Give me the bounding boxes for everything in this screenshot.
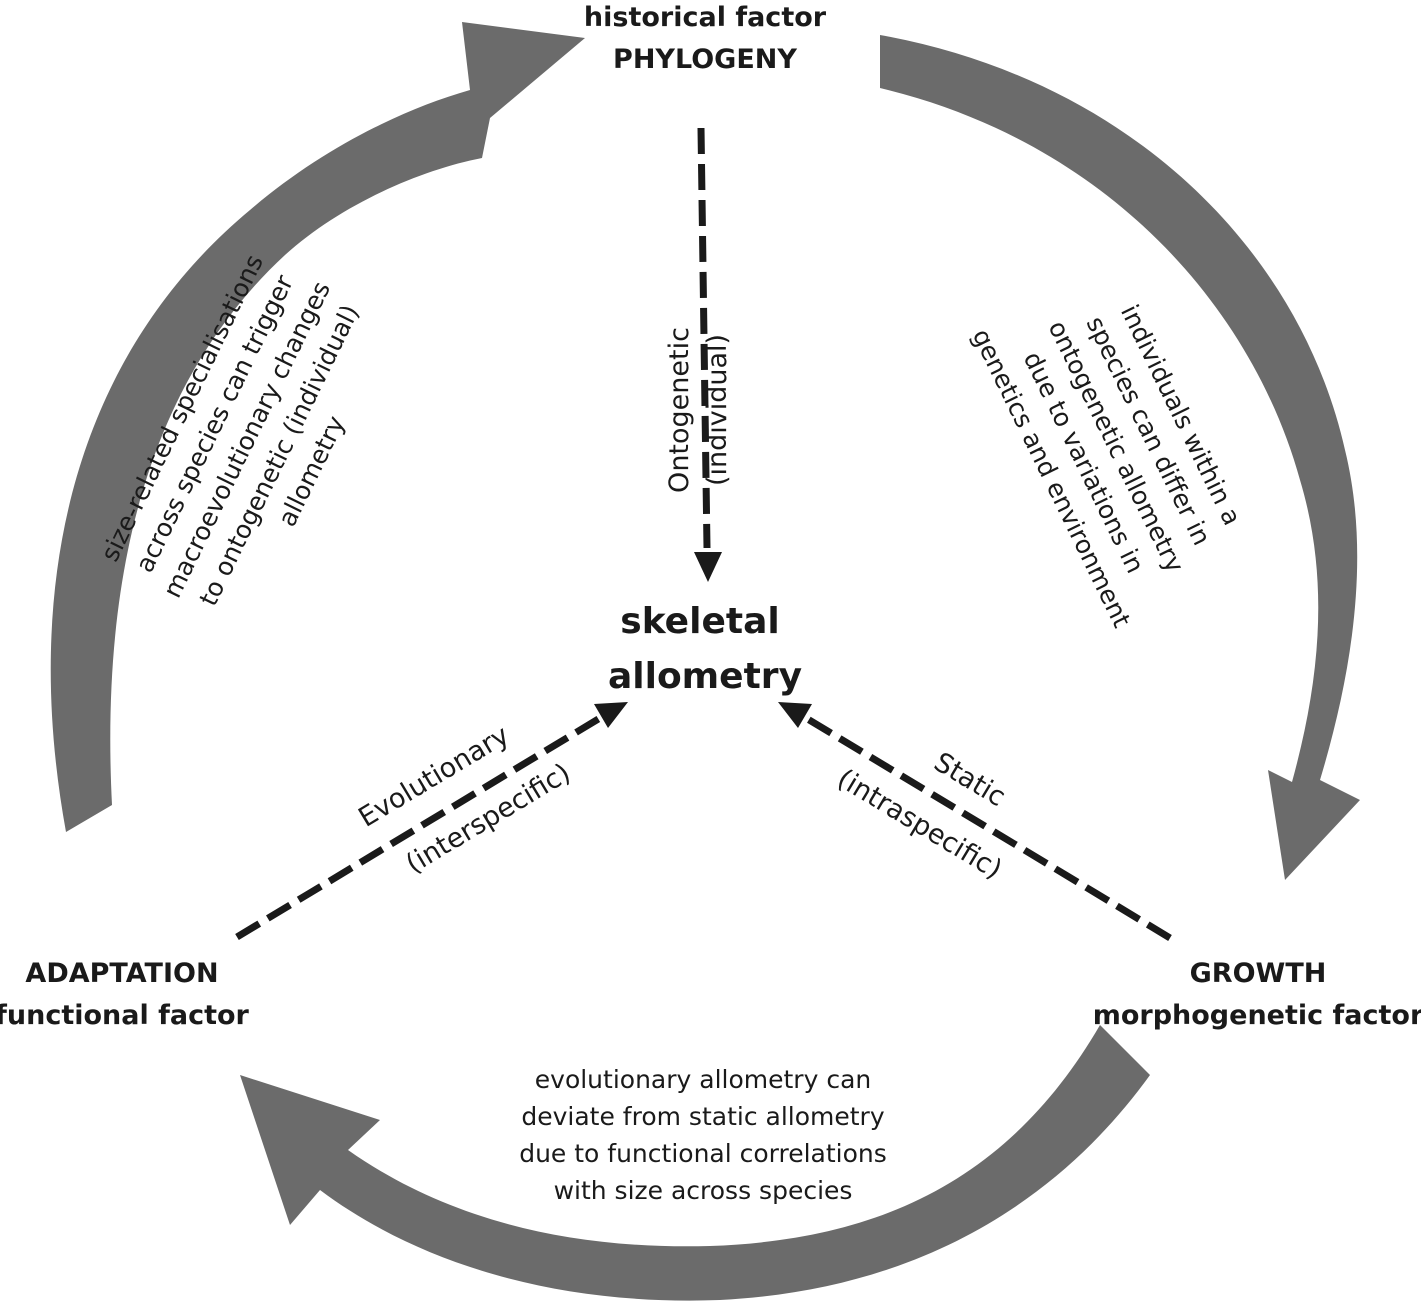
label-ontogenetic-line1: Ontogenetic	[664, 327, 695, 493]
node-center-line1: skeletal	[620, 601, 779, 642]
node-center-line2: allometry	[608, 656, 802, 697]
arrowhead-ontogenetic	[694, 552, 722, 582]
note-bottom-line4: with size across species	[554, 1176, 853, 1205]
cycle-arrow-phylogeny-to-growth	[880, 35, 1360, 880]
node-growth-line2: morphogenetic factor	[1093, 1000, 1421, 1031]
node-phylogeny-line1: historical factor	[584, 2, 827, 33]
cycle-arrow-growth-to-adaptation	[240, 1025, 1150, 1301]
note-bottom-line2: deviate from static allometry	[521, 1102, 884, 1131]
arrowhead-static	[778, 702, 812, 728]
node-adaptation: ADAPTATION functional factor	[0, 958, 250, 1031]
node-adaptation-line1: ADAPTATION	[25, 958, 218, 989]
node-phylogeny-line2: PHYLOGENY	[613, 44, 797, 75]
note-bottom-line3: due to functional correlations	[519, 1139, 887, 1168]
label-ontogenetic-line2: (individual)	[702, 334, 733, 486]
label-ontogenetic: Ontogenetic (individual)	[664, 327, 733, 493]
dashed-arrow-evolutionary	[235, 715, 602, 940]
dashed-arrow-static	[804, 715, 1172, 941]
node-skeletal-allometry: skeletal allometry	[608, 601, 802, 697]
node-phylogeny: historical factor PHYLOGENY	[584, 2, 827, 75]
node-adaptation-line2: functional factor	[0, 1000, 250, 1031]
node-growth-line1: GROWTH	[1190, 958, 1327, 989]
node-growth: GROWTH morphogenetic factor	[1093, 958, 1421, 1031]
arrowhead-evolutionary	[594, 702, 628, 728]
note-right-arc: individuals within a species can differ …	[967, 300, 1247, 632]
note-bottom-arc: evolutionary allometry can deviate from …	[519, 1065, 887, 1205]
cycle-arrow-adaptation-to-phylogeny	[50, 22, 586, 832]
note-bottom-line1: evolutionary allometry can	[535, 1065, 871, 1094]
